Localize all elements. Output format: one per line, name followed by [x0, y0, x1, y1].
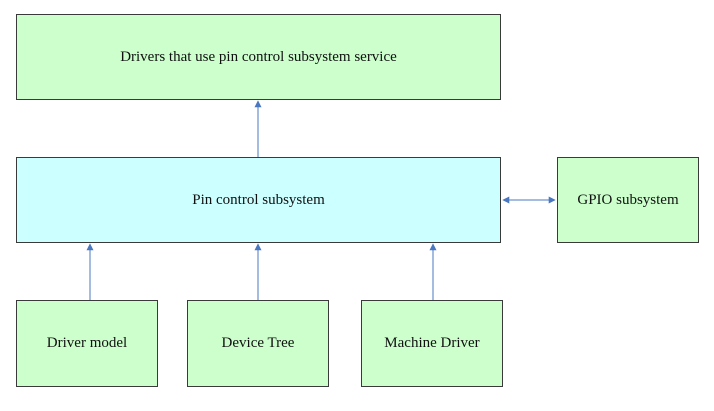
drivers-box: Drivers that use pin control subsystem s… — [16, 14, 501, 100]
gpio-box: GPIO subsystem — [557, 157, 699, 243]
machine-driver-box-label: Machine Driver — [384, 335, 480, 351]
pin-control-box: Pin control subsystem — [16, 157, 501, 243]
machine-driver-box: Machine Driver — [361, 300, 503, 387]
pin-control-box-label: Pin control subsystem — [192, 191, 325, 208]
driver-model-box: Driver model — [16, 300, 158, 387]
gpio-box-label: GPIO subsystem — [577, 191, 679, 208]
drivers-box-label: Drivers that use pin control subsystem s… — [120, 48, 397, 65]
driver-model-box-label: Driver model — [46, 335, 128, 351]
device-tree-box-label: Device Tree — [221, 335, 295, 351]
device-tree-box: Device Tree — [187, 300, 329, 387]
